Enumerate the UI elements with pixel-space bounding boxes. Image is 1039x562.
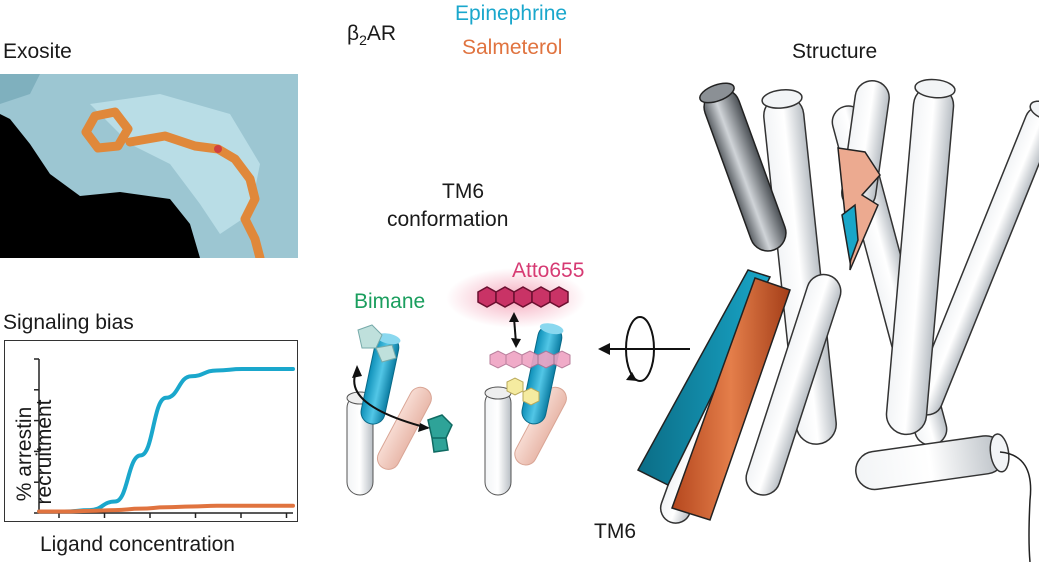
surface-top-lobe bbox=[0, 74, 40, 104]
chart-axes bbox=[38, 359, 293, 514]
helix-grey-2 bbox=[484, 389, 512, 496]
bimane-label: Bimane bbox=[354, 290, 426, 313]
c-terminus-tail bbox=[999, 451, 1032, 562]
helix-grey bbox=[346, 394, 374, 496]
receptor-title: β2AR bbox=[347, 22, 397, 48]
structure-label: Structure bbox=[792, 40, 878, 63]
ligand-oxygen-atom bbox=[214, 145, 222, 153]
tm6-structure-label: TM6 bbox=[594, 520, 636, 543]
helix-tm6-blue-2 bbox=[521, 325, 563, 425]
signaling-bias-chart bbox=[4, 340, 298, 522]
helix-front-7 bbox=[885, 84, 955, 436]
helix-dark bbox=[703, 88, 787, 252]
bimane-probe bbox=[427, 414, 453, 453]
tm6-conformation-title-2: conformation bbox=[387, 208, 509, 231]
atto655-probe-faded bbox=[489, 350, 571, 369]
helix-pink bbox=[376, 386, 432, 470]
bimane-motion-arrow bbox=[353, 369, 429, 429]
tm6-epinephrine bbox=[636, 269, 772, 487]
tyrosine-quencher bbox=[506, 377, 540, 406]
exosite-label: Exosite bbox=[3, 40, 72, 63]
salmeterol-chain bbox=[125, 131, 265, 258]
tm6-salmeterol bbox=[671, 277, 791, 521]
x-axis-label: Ligand concentration bbox=[40, 533, 235, 556]
helix-8 bbox=[855, 435, 1006, 491]
helix-front-6 bbox=[841, 79, 890, 211]
legend-salmeterol: Salmeterol bbox=[462, 36, 563, 59]
bimane-probe-faded bbox=[357, 324, 397, 363]
y-axis-label-2: recruitment bbox=[33, 399, 56, 505]
atto-distance-arrow bbox=[513, 317, 517, 344]
exosite-surface-render bbox=[0, 74, 298, 258]
helix-front-5 bbox=[745, 273, 842, 496]
helix-back-3 bbox=[763, 95, 837, 445]
bimane-schematic bbox=[346, 324, 453, 496]
signaling-label: Signaling bias bbox=[3, 311, 134, 334]
helix-pink-2 bbox=[514, 386, 567, 466]
tm6-conformation-title-1: TM6 bbox=[442, 180, 484, 203]
salmeterol-ring bbox=[81, 107, 133, 153]
legend-epinephrine: Epinephrine bbox=[455, 2, 568, 25]
atto655-label: Atto655 bbox=[512, 259, 585, 282]
helix-tm6-blue bbox=[360, 335, 400, 425]
helix-back-1 bbox=[831, 105, 948, 446]
ligand-salmeterol-wedge bbox=[837, 147, 881, 271]
ligand-epinephrine-wedge bbox=[841, 203, 859, 265]
atto655-schematic bbox=[446, 268, 586, 496]
helix-back-2 bbox=[911, 105, 1039, 416]
atto655-probe bbox=[477, 286, 569, 308]
series-line-epinephrine bbox=[37, 367, 295, 514]
rotation-arrow-icon bbox=[598, 316, 690, 382]
series-line-salmeterol bbox=[37, 503, 295, 514]
tm6-grey-ghost bbox=[659, 285, 767, 524]
receptor-structure bbox=[636, 78, 1039, 562]
